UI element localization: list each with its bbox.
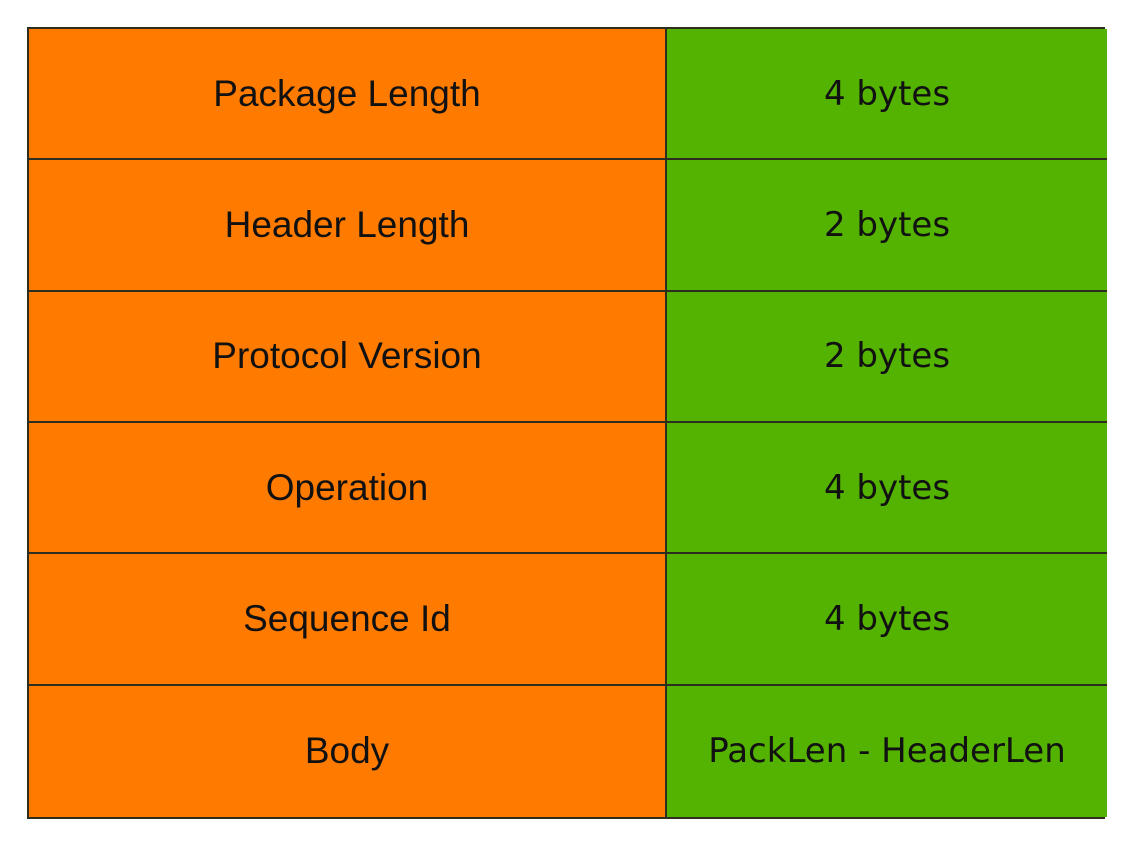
packet-structure-table: Package Length 4 bytes Header Length 2 b…: [27, 27, 1107, 819]
field-name-cell: Operation: [29, 422, 667, 555]
field-name-cell: Protocol Version: [29, 291, 667, 423]
field-name-cell: Sequence Id: [29, 554, 667, 686]
field-size-cell: PackLen - HeaderLen: [667, 685, 1107, 817]
field-size-cell: 4 bytes: [667, 422, 1107, 555]
field-size-cell: 4 bytes: [667, 554, 1107, 686]
field-name-cell: Package Length: [29, 29, 667, 161]
field-name-cell: Body: [29, 685, 667, 817]
field-size-cell: 4 bytes: [667, 29, 1107, 161]
field-size-cell: 2 bytes: [667, 291, 1107, 423]
field-size-cell: 2 bytes: [667, 160, 1107, 292]
field-name-cell: Header Length: [29, 160, 667, 292]
